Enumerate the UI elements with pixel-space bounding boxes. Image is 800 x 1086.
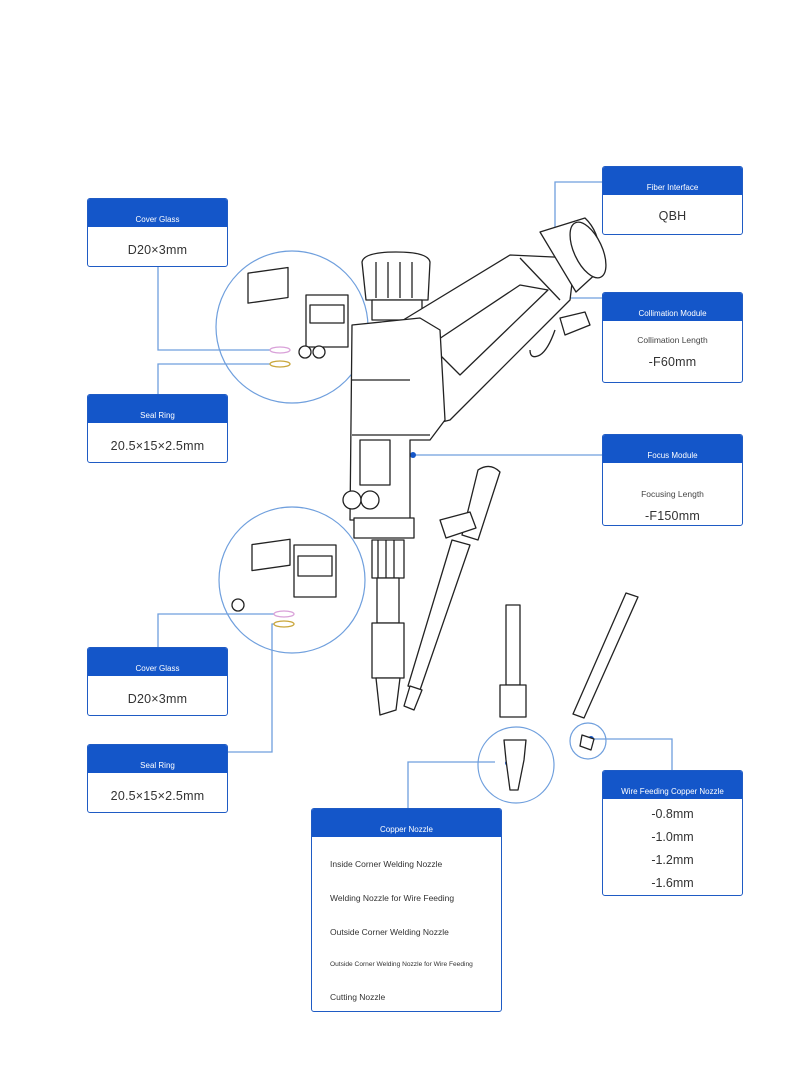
callout-cover-glass-bottom: Cover Glass D20×3mm: [87, 647, 228, 716]
list-item: -0.8mm: [651, 807, 694, 821]
callout-value: -F150mm: [645, 509, 700, 523]
callout-collimation-module: Collimation Module Collimation Length -F…: [602, 292, 743, 383]
callout-title: Cover Glass: [88, 199, 227, 227]
leader-copper-nozzle: [407, 761, 495, 808]
welding-head-outline: [231, 217, 639, 791]
callout-seal-ring-top: Seal Ring 20.5×15×2.5mm: [87, 394, 228, 463]
callout-value: -F60mm: [648, 355, 697, 369]
list-item: Cutting Nozzle: [330, 992, 386, 1002]
detail-circle-wire-nozzle: [569, 722, 607, 760]
callout-focus-module: Focus Module Focusing Length -F150mm: [602, 434, 743, 526]
callout-seal-ring-bottom: Seal Ring 20.5×15×2.5mm: [87, 744, 228, 813]
callout-label: Focusing Length: [641, 489, 704, 499]
list-item: Inside Corner Welding Nozzle: [330, 859, 443, 869]
leader-cover-glass-bottom: [157, 613, 280, 648]
detail-circles: [215, 250, 607, 804]
list-item: Outside Corner Welding Nozzle: [330, 927, 449, 937]
callout-value: D20×3mm: [127, 243, 188, 257]
callout-title: Copper Nozzle: [312, 809, 501, 837]
leader-cover-glass-top: [157, 266, 277, 351]
list-item: -1.2mm: [651, 853, 694, 867]
callout-label: Collimation Length: [637, 335, 708, 345]
list-item: -1.0mm: [651, 830, 694, 844]
list-item: -1.6mm: [651, 876, 694, 890]
callout-copper-nozzle: Copper Nozzle Inside Corner Welding Nozz…: [311, 808, 502, 1012]
callout-value: QBH: [658, 209, 687, 223]
callout-cover-glass-top: Cover Glass D20×3mm: [87, 198, 228, 267]
detail-circle-nozzle: [477, 726, 555, 804]
callout-value: D20×3mm: [127, 692, 188, 706]
list-item: Welding Nozzle for Wire Feeding: [330, 893, 455, 903]
leader-fiber: [554, 181, 603, 238]
callout-title: Wire Feeding Copper Nozzle: [603, 771, 742, 799]
callout-title: Focus Module: [603, 435, 742, 463]
detail-circle-bottom: [218, 506, 366, 654]
callout-wire-feeding-nozzle: Wire Feeding Copper Nozzle -0.8mm -1.0mm…: [602, 770, 743, 896]
callout-title: Seal Ring: [88, 745, 227, 773]
callout-value: 20.5×15×2.5mm: [110, 789, 205, 803]
callout-fiber-interface: Fiber Interface QBH: [602, 166, 743, 235]
callout-title: Cover Glass: [88, 648, 227, 676]
leader-wire-nozzle: [593, 738, 673, 770]
callout-value: 20.5×15×2.5mm: [110, 439, 205, 453]
list-item: Outside Corner Welding Nozzle for Wire F…: [330, 961, 473, 968]
callout-title: Seal Ring: [88, 395, 227, 423]
callout-title: Fiber Interface: [603, 167, 742, 195]
leader-seal-ring-top: [157, 363, 277, 396]
callout-title: Collimation Module: [603, 293, 742, 321]
